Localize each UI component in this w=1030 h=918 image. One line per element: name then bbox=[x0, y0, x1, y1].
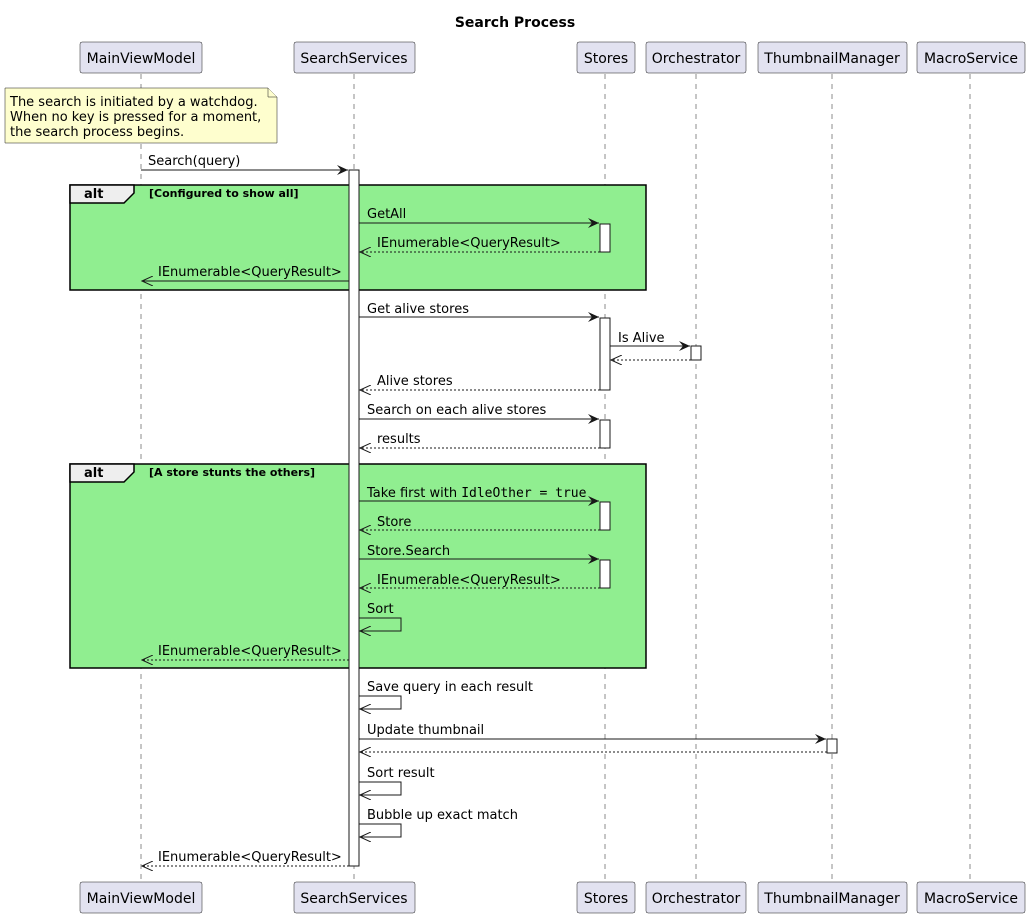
participant-box bbox=[916, 41, 1026, 74]
participant-box bbox=[79, 881, 203, 914]
diagram-title: Search Process bbox=[455, 15, 575, 31]
participant-label: ThumbnailManager bbox=[763, 891, 900, 907]
participant-label: Stores bbox=[584, 891, 628, 907]
participants-top: MainViewModel SearchServices Stores Orch… bbox=[79, 41, 1026, 74]
participant-label: SearchServices bbox=[300, 891, 407, 907]
message-arrow bbox=[359, 695, 402, 709]
message-label: IEnumerable<QueryResult> bbox=[377, 236, 561, 251]
message-label: Search(query) bbox=[148, 154, 240, 169]
participant-label: Orchestrator bbox=[652, 891, 741, 907]
message-label: IEnumerable<QueryResult> bbox=[158, 265, 342, 280]
participant-box bbox=[645, 41, 747, 74]
messages: Search(query) GetAll IEnumerable<QueryRe… bbox=[141, 154, 827, 866]
activation-stores bbox=[599, 317, 611, 391]
message-label: Bubble up exact match bbox=[367, 808, 518, 823]
participant-label: Stores bbox=[584, 51, 628, 67]
note-line: The search is initiated by a watchdog. bbox=[9, 95, 258, 110]
message-label: Update thumbnail bbox=[367, 723, 484, 738]
message-arrow bbox=[359, 781, 402, 795]
message-arrow bbox=[359, 617, 402, 631]
message-label: Sort bbox=[367, 602, 394, 617]
message-label: IEnumerable<QueryResult> bbox=[158, 644, 342, 659]
note-line: When no key is pressed for a moment, bbox=[10, 110, 261, 125]
message-label: Take first with IdleOther = true bbox=[366, 486, 587, 501]
note-line: the search process begins. bbox=[10, 125, 184, 140]
message-label: Search on each alive stores bbox=[367, 403, 546, 418]
participants-bottom: MainViewModel SearchServices Stores Orch… bbox=[79, 881, 1026, 914]
fragment-tab bbox=[69, 463, 135, 483]
fragment-operator: alt bbox=[84, 466, 103, 481]
activation-orchestrator bbox=[690, 345, 702, 361]
watchdog-note: The search is initiated by a watchdog. W… bbox=[4, 87, 278, 144]
activation-thumbnailmanager bbox=[826, 738, 838, 754]
participant-box bbox=[916, 881, 1026, 914]
message-label: results bbox=[377, 432, 421, 447]
participant-label: ThumbnailManager bbox=[763, 51, 900, 67]
message-label: GetAll bbox=[367, 207, 406, 222]
message-label-text: Take first with bbox=[366, 486, 461, 501]
participant-label: SearchServices bbox=[300, 51, 407, 67]
message-label: Save query in each result bbox=[367, 680, 533, 695]
activation-stores bbox=[599, 223, 611, 253]
participant-label: MainViewModel bbox=[87, 51, 196, 67]
participant-label: MainViewModel bbox=[87, 891, 196, 907]
participant-box bbox=[576, 881, 636, 914]
message-label: IEnumerable<QueryResult> bbox=[158, 850, 342, 865]
message-label: IEnumerable<QueryResult> bbox=[377, 573, 561, 588]
message-label: Store bbox=[377, 515, 411, 530]
participant-box bbox=[293, 881, 416, 914]
activation-stores bbox=[599, 419, 611, 449]
fragment-guard: [A store stunts the others] bbox=[149, 466, 315, 479]
message-label: Store.Search bbox=[367, 544, 450, 559]
participant-box bbox=[757, 881, 908, 914]
participant-label: Orchestrator bbox=[652, 51, 741, 67]
activation-stores bbox=[599, 501, 611, 531]
participant-label: MacroService bbox=[924, 891, 1018, 907]
message-label: Get alive stores bbox=[367, 302, 469, 317]
fragment-guard: [Configured to show all] bbox=[149, 187, 299, 200]
participant-box bbox=[79, 41, 203, 74]
message-label: Is Alive bbox=[618, 331, 665, 346]
participant-box bbox=[576, 41, 636, 74]
activations bbox=[348, 169, 838, 867]
message-label-code: IdleOther = true bbox=[461, 486, 586, 501]
participant-label: MacroService bbox=[924, 51, 1018, 67]
participant-box bbox=[645, 881, 747, 914]
participant-box bbox=[757, 41, 908, 74]
message-label: Sort result bbox=[367, 766, 435, 781]
fragment-operator: alt bbox=[84, 187, 103, 202]
message-arrow bbox=[359, 823, 402, 837]
message-label: Alive stores bbox=[377, 374, 453, 389]
participant-box bbox=[293, 41, 416, 74]
note-fold bbox=[267, 88, 277, 98]
activation-searchservices bbox=[348, 169, 360, 867]
activation-stores bbox=[599, 559, 611, 589]
fragment-tab bbox=[69, 184, 135, 204]
note-box bbox=[4, 87, 278, 144]
